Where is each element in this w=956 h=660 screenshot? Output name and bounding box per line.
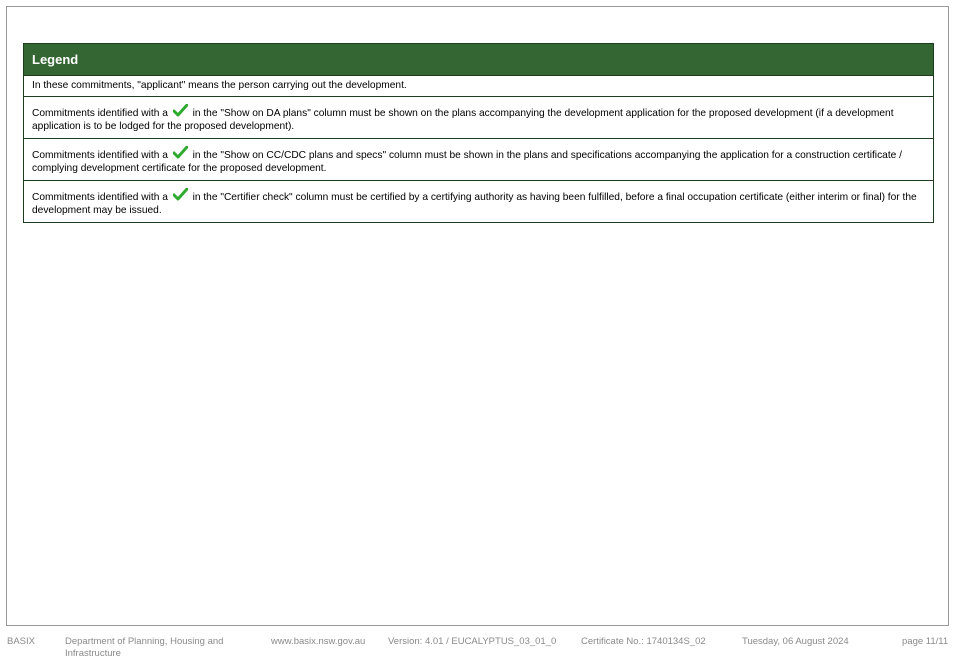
legend-intro: In these commitments, "applicant" means … (24, 76, 933, 97)
legend-row-cc-cdc-plans: Commitments identified with a in the "Sh… (24, 139, 933, 181)
footer-page-number: page 11/11 (902, 636, 949, 647)
page-footer: BASIX Department of Planning, Housing an… (0, 636, 956, 660)
footer-certificate: Certificate No.: 1740134S_02 (581, 636, 706, 647)
page-frame (6, 6, 949, 626)
footer-version: Version: 4.01 / EUCALYPTUS_03_01_0 (388, 636, 557, 647)
legend-row-text: in the "Show on DA plans" column must be… (32, 108, 894, 132)
legend-title: Legend (24, 44, 933, 76)
legend-table: Legend In these commitments, "applicant"… (23, 43, 934, 223)
legend-row-prefix: Commitments identified with a (32, 108, 168, 119)
legend-row-text: in the "Show on CC/CDC plans and specs" … (32, 150, 902, 174)
footer-website[interactable]: www.basix.nsw.gov.au (271, 636, 366, 647)
check-icon (172, 188, 188, 201)
footer-date: Tuesday, 06 August 2024 (742, 636, 849, 647)
legend-row-prefix: Commitments identified with a (32, 192, 168, 203)
check-icon (172, 146, 188, 159)
legend-row-prefix: Commitments identified with a (32, 150, 168, 161)
legend-row-certifier-check: Commitments identified with a in the "Ce… (24, 181, 933, 222)
check-icon (172, 104, 188, 117)
footer-brand: BASIX (7, 636, 35, 647)
legend-row-text: in the "Certifier check" column must be … (32, 192, 917, 216)
legend-row-da-plans: Commitments identified with a in the "Sh… (24, 97, 933, 139)
footer-department: Department of Planning, Housing and Infr… (65, 636, 224, 659)
